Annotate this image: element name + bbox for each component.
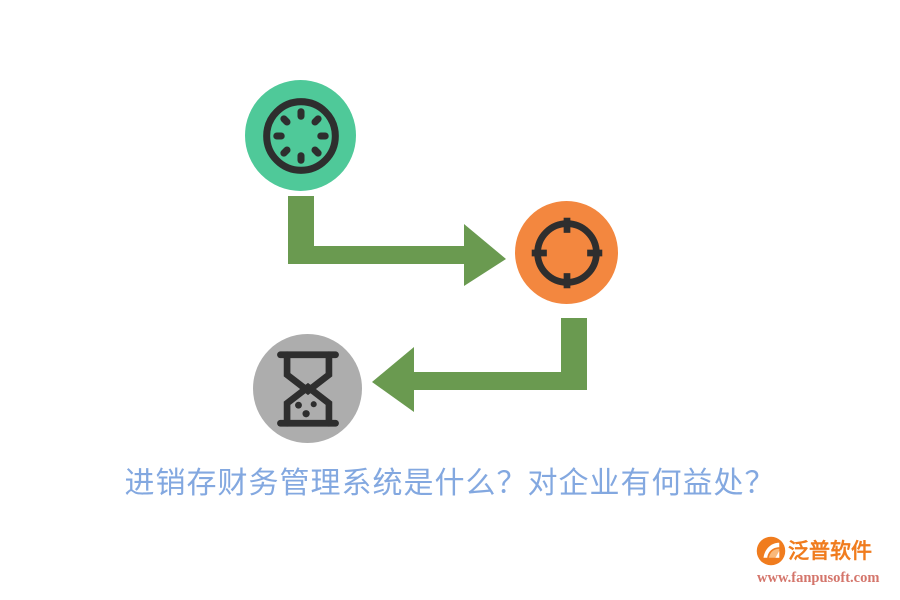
node-gear-badge (245, 80, 356, 191)
node-target-badge (515, 201, 618, 304)
elbow-arrow-down-left-icon (372, 318, 587, 416)
connector-gear-to-target (288, 196, 506, 286)
watermark-brand-row: 泛普软件 (756, 534, 888, 568)
watermark-url: www.fanpusoft.com (757, 570, 880, 586)
watermark: 泛普软件 www.fanpusoft.com (756, 534, 888, 592)
node-hourglass-badge (253, 334, 362, 443)
elbow-arrow-down-right-icon (288, 196, 506, 290)
watermark-brand-name: 泛普软件 (788, 538, 872, 563)
fanpu-logo-icon (756, 536, 786, 566)
hourglass-icon (272, 350, 344, 428)
gear-icon (257, 92, 345, 180)
target-icon (525, 211, 609, 295)
connector-target-to-hourglass (372, 318, 587, 412)
page-title: 进销存财务管理系统是什么？对企业有何益处？ (124, 466, 776, 501)
